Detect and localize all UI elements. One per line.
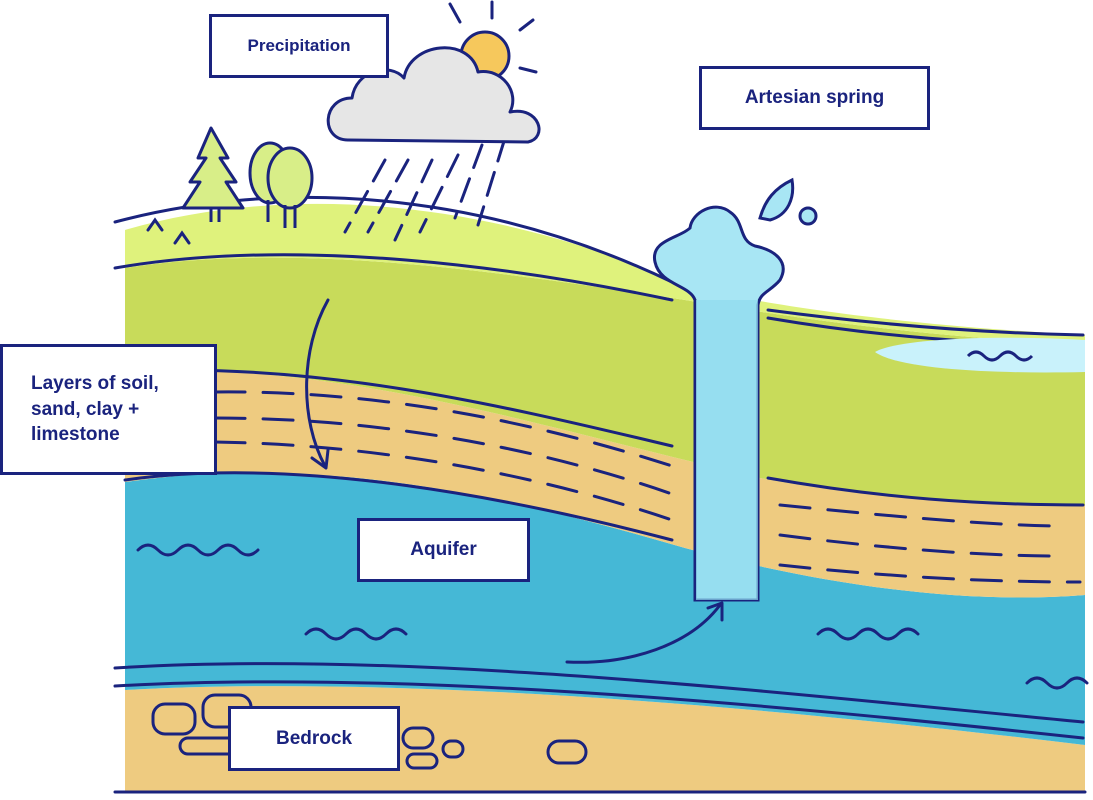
soil-layer [125,257,1085,505]
rain-streak [393,158,434,242]
bedrock-top-line-1 [113,662,1085,724]
label-layers: Layers of soil, sand, clay + limestone [0,344,217,475]
spring-inner [696,300,758,600]
pebble-icon [546,739,588,765]
clay-dash-r3 [778,563,1082,584]
rain-streak [418,153,460,234]
bedrock-top-line-2 [113,680,1085,740]
label-bedrock: Bedrock [228,706,400,771]
pebble-icon [405,752,439,770]
rain-streak [343,158,387,234]
label-aquifer: Aquifer [357,518,530,582]
grass-tuft-icon [173,230,191,245]
clay-dash-2 [213,416,674,496]
pebble-icon [151,702,197,736]
arrowhead [310,448,330,470]
wave-icon [304,627,408,641]
clay-dash-1 [213,390,674,468]
pebble-icon [401,726,435,750]
clay-dash-r2 [778,533,1062,558]
wave-icon [1025,676,1089,690]
label-artesian-spring: Artesian spring [699,66,930,130]
label-layers-line: Layers of soil, [31,373,159,395]
tree-icon [248,141,314,228]
soil-top-line [113,253,674,302]
tree-icon [181,126,245,222]
pebble-icon [441,739,465,759]
label-layers-line: sand, clay + [31,398,140,420]
surface-line-right [766,308,1085,337]
arrowhead [706,601,724,622]
pond-wave-icon [966,350,1034,362]
wave-icon [816,627,920,641]
pond [875,337,1085,373]
rain-streak [476,136,507,227]
upflow-arrow [565,603,722,664]
label-layers-line: limestone [31,424,120,446]
grass-surface [125,203,1085,345]
infiltration-arrow [305,298,330,468]
clay-dash-3 [213,440,674,522]
rain-streak [453,143,484,220]
label-precipitation: Precipitation [209,14,389,78]
sand-top-line-right [766,476,1085,507]
spring-droplet [758,177,795,222]
spring-droplet [798,206,818,226]
wave-icon [136,543,260,557]
grass-tuft-icon [146,217,164,232]
rain-streak [366,158,410,234]
clay-dash-r1 [778,503,1062,528]
